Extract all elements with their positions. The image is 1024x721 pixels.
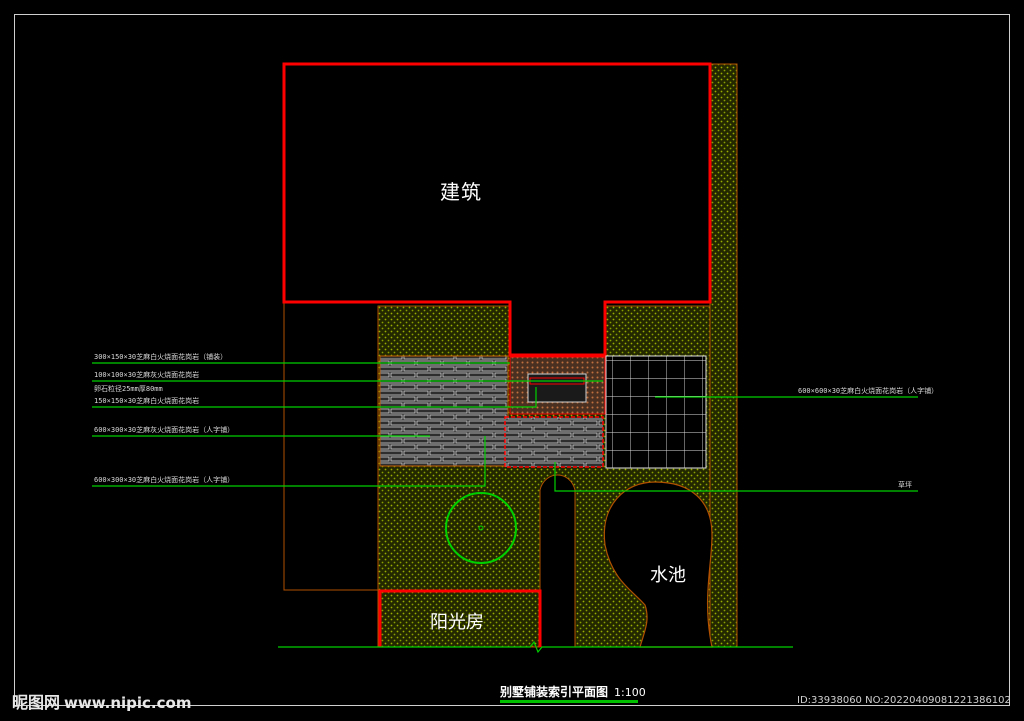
drawing-title: 别墅铺装索引平面图 1:100 [500, 683, 646, 700]
title-underline [500, 700, 638, 703]
property-line [283, 300, 378, 591]
image-id-watermark: ID:33938060 NO:20220409081221386102 [797, 695, 1011, 706]
leader-5 [92, 436, 486, 487]
paving-brick-east [504, 416, 604, 468]
pool-label: 水池 [650, 565, 686, 586]
leader-3 [92, 387, 537, 408]
callout-text: 草坪 [898, 481, 912, 489]
pool-shape [603, 481, 713, 648]
logo-text: 昵图网 [12, 693, 61, 712]
callout-text: 卵石粒径25mm厚80mm [94, 385, 163, 393]
sunroom-outline [378, 589, 542, 647]
drawing-frame [14, 14, 1010, 706]
callout-text: 150×150×30芝麻白火烧面花岗岩 [94, 397, 200, 405]
callout-text: 100×100×30芝麻灰火烧面花岗岩 [94, 371, 200, 379]
building-outline [282, 62, 712, 357]
ground-line [278, 640, 793, 654]
callout-text: 600×600×30芝麻白火烧面花岗岩（人字铺） [798, 387, 939, 395]
leader-lines [92, 362, 918, 492]
callout-text: 300×150×30芝麻白火烧面花岗岩（铺装） [94, 353, 228, 361]
sunroom-label: 阳光房 [430, 612, 484, 633]
logo-url: www.nipic.com [64, 694, 192, 712]
paving-tile-grid [605, 355, 707, 469]
building-label: 建筑 [440, 180, 482, 204]
drawing-scale: 1:100 [614, 686, 646, 699]
lawn-east-strip [709, 63, 738, 648]
leader-7 [554, 462, 918, 492]
callout-text: 600×300×30芝麻灰火烧面花岗岩（人字铺） [94, 426, 235, 434]
paving-brick-west [379, 355, 509, 467]
paving-inner [527, 373, 587, 403]
tree-trunk [478, 525, 484, 531]
callout-text: 600×300×30芝麻白火烧面花岗岩（人字铺） [94, 476, 235, 484]
tree-canopy [445, 492, 517, 564]
drawing-title-text: 别墅铺装索引平面图 [500, 685, 609, 699]
